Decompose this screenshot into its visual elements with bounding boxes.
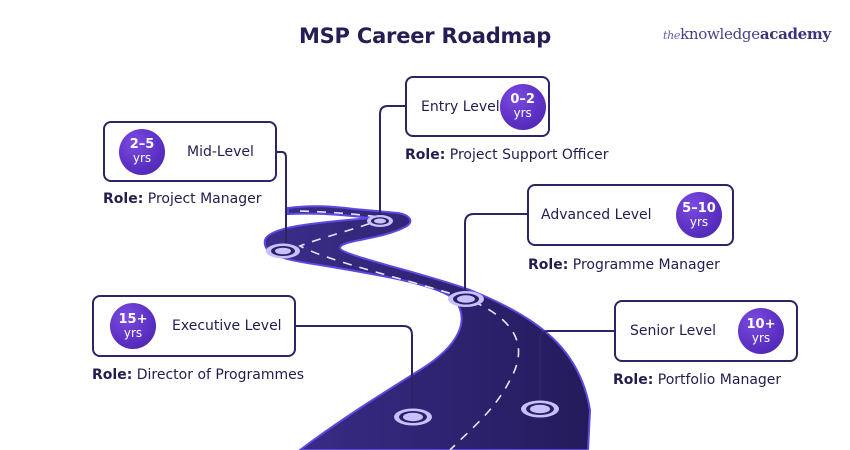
years-badge: 2–5 yrs [119,128,165,175]
brand-logo: theknowledgeacademy [663,25,831,43]
stage-card-executive[interactable]: 15+ yrs Executive Level [92,295,296,357]
marker-senior[interactable] [521,400,559,418]
connector-senior [539,330,614,408]
stage-level-label: Advanced Level [541,207,652,223]
stage-role-advanced: Role: Programme Manager [528,257,720,273]
stage-card-senior[interactable]: Senior Level 10+ yrs [614,300,798,362]
marker-executive[interactable] [394,408,432,426]
road-body [263,205,592,450]
stage-role-mid: Role: Project Manager [103,191,262,207]
stage-card-advanced[interactable]: Advanced Level 5–10 yrs [527,184,734,246]
connector-entry [379,105,406,220]
years-badge: 0–2 yrs [499,83,546,130]
stage-level-label: Entry Level [421,98,500,115]
marker-mid[interactable] [266,243,300,259]
years-badge: 10+ yrs [738,308,784,354]
stage-card-entry[interactable]: Entry Level 0–2 yrs [405,76,550,137]
connector-executive [295,325,413,416]
stage-level-label: Senior Level [630,323,716,339]
years-badge: 15+ yrs [110,303,156,349]
stage-role-executive: Role: Director of Programmes [92,367,304,383]
connector-advanced [464,213,528,298]
connector-mid [276,151,287,252]
stage-level-label: Executive Level [172,318,282,334]
stage-level-label: Mid-Level [187,143,254,160]
marker-advanced[interactable] [448,291,484,307]
stage-role-entry: Role: Project Support Officer [405,147,609,163]
years-badge: 5–10 yrs [676,192,722,238]
stage-role-senior: Role: Portfolio Manager [613,372,782,388]
marker-entry[interactable] [367,215,393,227]
stage-card-mid[interactable]: 2–5 yrs Mid-Level [103,121,277,182]
page-title: MSP Career Roadmap [298,24,552,48]
